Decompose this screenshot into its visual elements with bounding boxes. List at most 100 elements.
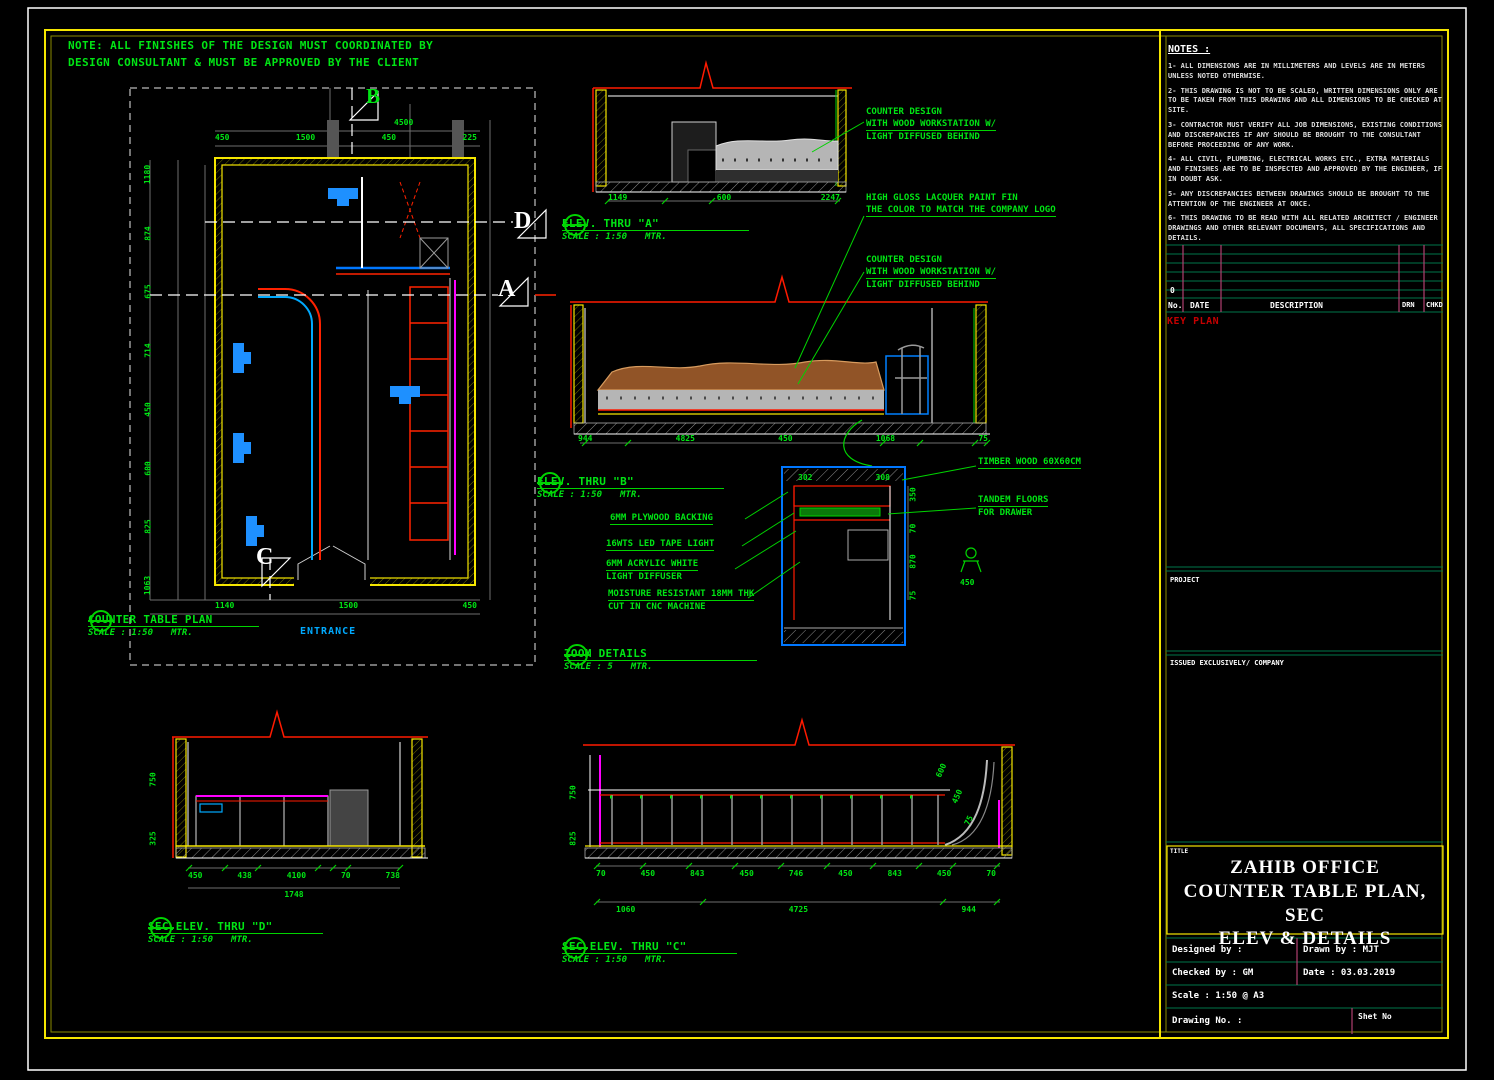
rev-col-drn: DRN [1402,301,1415,309]
dim-text: 1500 [295,133,316,142]
dim-text: 2- THIS DRAWING IS NOT TO BE SCALED, WRI… [1168,86,1442,115]
section-marker-b: B [366,84,381,108]
field-date: Date : 03.03.2019 [1303,968,1396,978]
dim-text: 1060 [616,905,636,914]
dim-text: 1748 [284,890,304,899]
dim-text: 1063 [143,575,153,596]
dim-text: 843 [887,869,902,878]
section-marker-a: A [498,276,516,302]
annotation-line: COUNTER DESIGN [866,107,942,117]
dim-text: 1- ALL DIMENSIONS ARE IN MILLIMETERS AND… [1168,62,1426,80]
annotation-gloss-paint: HIGH GLOSS LACQUER PAINT FIN THE COLOR T… [866,192,1056,218]
dim-text: 4725 [788,905,809,914]
entrance-label: ENTRANCE [300,626,357,637]
sheet-title: ZAHIB OFFICE COUNTER TABLE PLAN, SEC ELE… [1167,856,1443,951]
plan-linework [129,87,556,666]
annotation-line: LIGHT DIFFUSED BEHIND [866,132,980,143]
annotation-line: WITH WOOD WORKSTATION W/ [866,266,997,280]
finishes-note-line1: NOTE: ALL FINISHES OF THE DESIGN MUST CO… [68,39,434,52]
sec-d-dims-row2: 1748 [188,890,400,899]
dim-text: 70 [986,869,996,878]
dim-text: 714 [143,343,153,358]
sec-c-linework [583,717,1015,906]
dim-text: 870 [908,554,918,570]
annotation-line: THE COLOR TO MATCH THE COMPANY LOGO [866,204,1056,218]
dim-text: 450 [838,869,853,878]
field-designed-by: Designed by : [1172,945,1243,955]
rev-col-date: DATE [1190,301,1210,310]
annotation-led: 16WTS LED TAPE LIGHT [606,538,715,552]
dim-text: 5- ANY DISCREPANCIES BETWEEN DRAWINGS SH… [1168,189,1430,208]
dim-text: 4- ALL CIVIL, PLUMBING, ELECTRICAL WORKS… [1168,155,1442,183]
sec-d-title: SEC.ELEV. THRU "D" [148,920,323,934]
dim-text: 70 [340,871,351,880]
elev-a-title: ELEV. THRU "A" [562,217,749,231]
annotation-line: WITH WOOD WORKSTATION W/ [866,118,997,132]
dim-text: 450 [640,869,656,878]
rev-zero: 0 [1170,286,1175,295]
finishes-note: NOTE: ALL FINISHES OF THE DESIGN MUST CO… [68,38,433,71]
project-label: PROJECT [1170,576,1200,584]
plan-title: COUNTER TABLE PLAN [88,613,259,627]
dim-text: 308 [875,473,890,482]
sheet-title-line3: ELEV & DETAILS [1218,928,1392,950]
dim-text: 750 [148,772,158,787]
dim-text: 302 [798,473,813,482]
annotation-line: LIGHT DIFFUSED BEHIND [866,280,980,291]
elev-a-linework [592,60,865,205]
dim-text: 944 [578,434,593,443]
section-bubble-icon [148,917,174,939]
elev-b-linework [570,215,991,467]
notes-list: 1- ALL DIMENSIONS ARE IN MILLIMETERS AND… [1168,62,1442,244]
dim-text: 70 [596,869,606,878]
elev-a-scale: SCALE : 1:50 [562,232,628,242]
annotation-line: MOISTURE RESISTANT 18MM THK [608,588,755,602]
annotation-moisture: MOISTURE RESISTANT 18MM THK CUT IN CNC M… [608,588,755,613]
sec-c-scale: SCALE : 1:50 [562,955,628,965]
dim-text: 75 [908,590,918,601]
zoom-details-linework [734,465,982,646]
dim-text: 75 [978,434,988,443]
sec-d-linework [172,709,428,889]
annotation-line: LIGHT DIFFUSER [606,572,682,583]
field-scale: Scale : 1:50 @ A3 [1172,991,1265,1001]
finishes-note-line2: DESIGN CONSULTANT & MUST BE APPROVED BY … [68,55,420,69]
titleblock-linework [1166,244,1444,1034]
notes-panel: NOTES : 1- ALL DIMENSIONS ARE IN MILLIME… [1168,44,1442,249]
dim-text: 750 [568,785,578,800]
dim-text: 1068 [875,434,896,443]
annotation-line: 6MM PLYWOOD BACKING [610,512,713,526]
stool-dim: 450 [960,578,975,587]
annotation-line: COUNTER DESIGN [866,255,942,265]
notes-title: NOTES : [1168,44,1211,55]
annotation-line: HIGH GLOSS LACQUER PAINT FIN [866,193,1018,203]
field-sheet-no: Shet No [1358,1012,1392,1021]
dim-text: 450 [739,869,754,878]
dim-text: 450 [188,871,203,880]
dim-text: 4100 [286,871,307,880]
field-drawn-by: Drawn by : MJT [1303,945,1379,955]
dim-text: 2247 [820,193,840,202]
dim-text: 874 [143,225,153,241]
field-checked-by: Checked by : GM [1172,968,1254,978]
dim-text: 1140 [215,601,235,610]
dim-text: 675 [143,284,153,300]
dim-text: 1149 [608,193,628,202]
dim-text: 1500 [338,601,359,610]
plan-dim-4500: 4500 [394,118,414,127]
dim-text: 225 [462,133,477,142]
